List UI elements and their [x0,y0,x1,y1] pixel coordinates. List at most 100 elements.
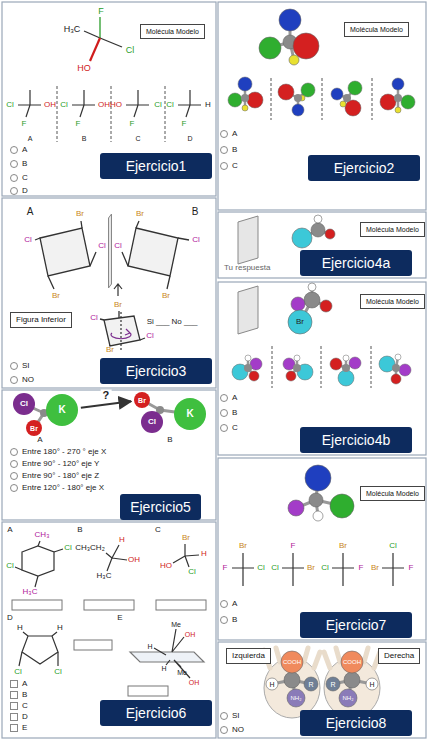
ball-stick-model [305,465,331,491]
atom-label: C [135,135,140,142]
option-label: E [22,724,27,732]
option-model [292,104,304,116]
option-label: Entre 120° - 180° eje X [22,484,104,492]
atom-label: OH [189,679,200,686]
mirror-plane [238,216,258,264]
amino-acid-model [266,678,278,690]
bond-lines [18,90,41,117]
amino-acid-model [339,689,357,707]
option-label: SI [232,712,240,720]
exercise-tag: Ejercicio6 [100,700,212,726]
checkbox [11,714,18,721]
atom-label: F [291,542,296,550]
answer-box [128,686,168,696]
node-text: Ejercicio7 [326,618,387,632]
skeletal-structure [154,629,190,678]
atom-label: R [308,681,313,688]
mirror-plane [109,214,259,334]
atom-label: Cl [98,242,106,250]
atom-label: Cl [146,332,154,340]
option-model [399,364,411,376]
checkbox [11,681,18,688]
node-text: Cl [20,400,28,408]
mirror-plane [109,214,112,288]
option-label: NO [232,726,244,734]
radio-button [221,617,228,624]
radio-button [11,449,18,456]
option-label: C [22,702,28,710]
node-text: Izquierda [232,651,265,660]
ball-stick-model [325,229,335,239]
panel-frame [2,198,216,388]
skeletal-structure [173,544,199,567]
rotation-arrow [120,312,121,352]
caption-box: Figura Inferior [10,312,72,328]
amino-acid-model [304,677,318,691]
atom-label: H [269,681,274,688]
amino-acid-model [344,672,360,688]
atom-label: C [155,526,161,534]
atom-label: F [76,120,81,128]
option-divider [272,346,371,388]
model-molecule-bonds [84,31,100,38]
option-model [349,357,361,369]
panel-frame [218,282,426,455]
atom-label: Cl [257,564,265,572]
exercise-tag: Ejercicio4b [300,427,412,453]
atom-label: Cl [154,101,162,109]
checkbox [11,725,18,732]
radio-button [221,601,228,608]
atom-label: B [82,135,87,142]
atom-label: H [17,624,23,632]
radio-button [11,377,18,384]
rotation-arrow [111,284,131,352]
atom-label: E [117,614,122,622]
atom-label: Cl [192,236,200,244]
atom-label: H [57,624,63,632]
atom-label: OH [128,556,140,564]
atom-label: H [205,101,211,109]
option-model [228,93,242,107]
atom-label: Cl [60,101,68,109]
atom-label: Br [136,210,144,218]
atom-label: Cl [126,46,135,55]
atom-label: Br [296,318,304,326]
amino-acid-model [284,672,300,688]
atom-label: H₃C [64,25,81,34]
atom-label: OH [98,101,110,109]
bond-lines [72,90,95,117]
amino-acid-model [287,689,305,707]
ball-stick-model [320,300,332,312]
option-model [241,94,249,102]
amino-acid-model [326,677,340,691]
fischer-cross [232,553,254,586]
option-model [244,364,252,372]
option-label: C [232,162,238,170]
answer-box [12,600,206,696]
atom-ball: Br [134,392,150,408]
option-model [379,354,411,384]
ball-stick-model [308,283,316,291]
ball-stick-model [259,9,319,65]
option-label: D [22,713,28,721]
node-text: K [186,409,193,419]
atom-label: Br [162,292,170,300]
radio-button [11,485,18,492]
option-label: SI [22,362,30,370]
option-divider [57,86,165,142]
checkbox [11,703,18,710]
option-label: NO [22,376,34,384]
panel-frame [218,212,426,278]
radio-button [11,473,18,480]
option-model [331,81,362,116]
node-text: Molécula Modelo [146,28,199,35]
atom-label: CH₃CH₂ [75,544,104,552]
exercise-tag: Ejercicio4a [300,250,412,276]
atom-label: Cl [321,564,329,572]
atom-label: R [330,681,335,688]
node-text: Ejercicio4a [322,256,390,270]
option-model [228,77,263,111]
node-text: Ejercicio2 [334,161,395,175]
atom-label: A [7,526,12,534]
option-label: B [232,409,237,417]
